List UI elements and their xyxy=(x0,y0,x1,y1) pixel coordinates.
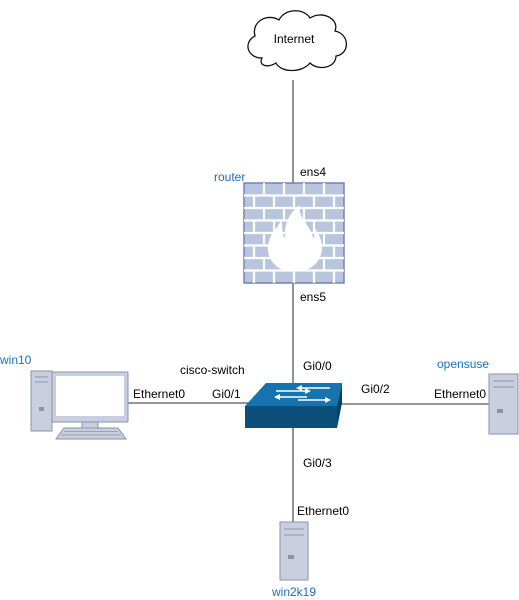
server-icon xyxy=(488,373,519,435)
switch-label: cisco-switch xyxy=(180,363,245,377)
cloud-icon xyxy=(247,10,348,72)
port-label-ens4: ens4 xyxy=(300,165,327,179)
opensuse-port-label: Ethernet0 xyxy=(434,387,487,401)
win10-label: win10 xyxy=(0,353,32,367)
switch-icon xyxy=(245,383,342,428)
win10-port-label: Ethernet0 xyxy=(133,387,186,401)
port-label-gi0-1: Gi0/1 xyxy=(212,387,241,401)
opensuse-label: opensuse xyxy=(437,357,490,371)
router-label: router xyxy=(214,170,246,184)
server-icon xyxy=(279,521,309,581)
win2k19-port-label: Ethernet0 xyxy=(297,504,350,518)
port-label-ens5: ens5 xyxy=(300,290,327,304)
internet-label: Internet xyxy=(273,32,315,46)
flame-icon xyxy=(267,204,322,272)
workstation-icon xyxy=(30,370,129,440)
port-label-gi0-3: Gi0/3 xyxy=(303,456,332,470)
firewall-icon xyxy=(243,182,345,284)
port-label-gi0-0: Gi0/0 xyxy=(303,359,332,373)
connection-lines xyxy=(128,80,489,522)
win2k19-label: win2k19 xyxy=(271,585,317,599)
port-label-gi0-2: Gi0/2 xyxy=(361,382,390,396)
